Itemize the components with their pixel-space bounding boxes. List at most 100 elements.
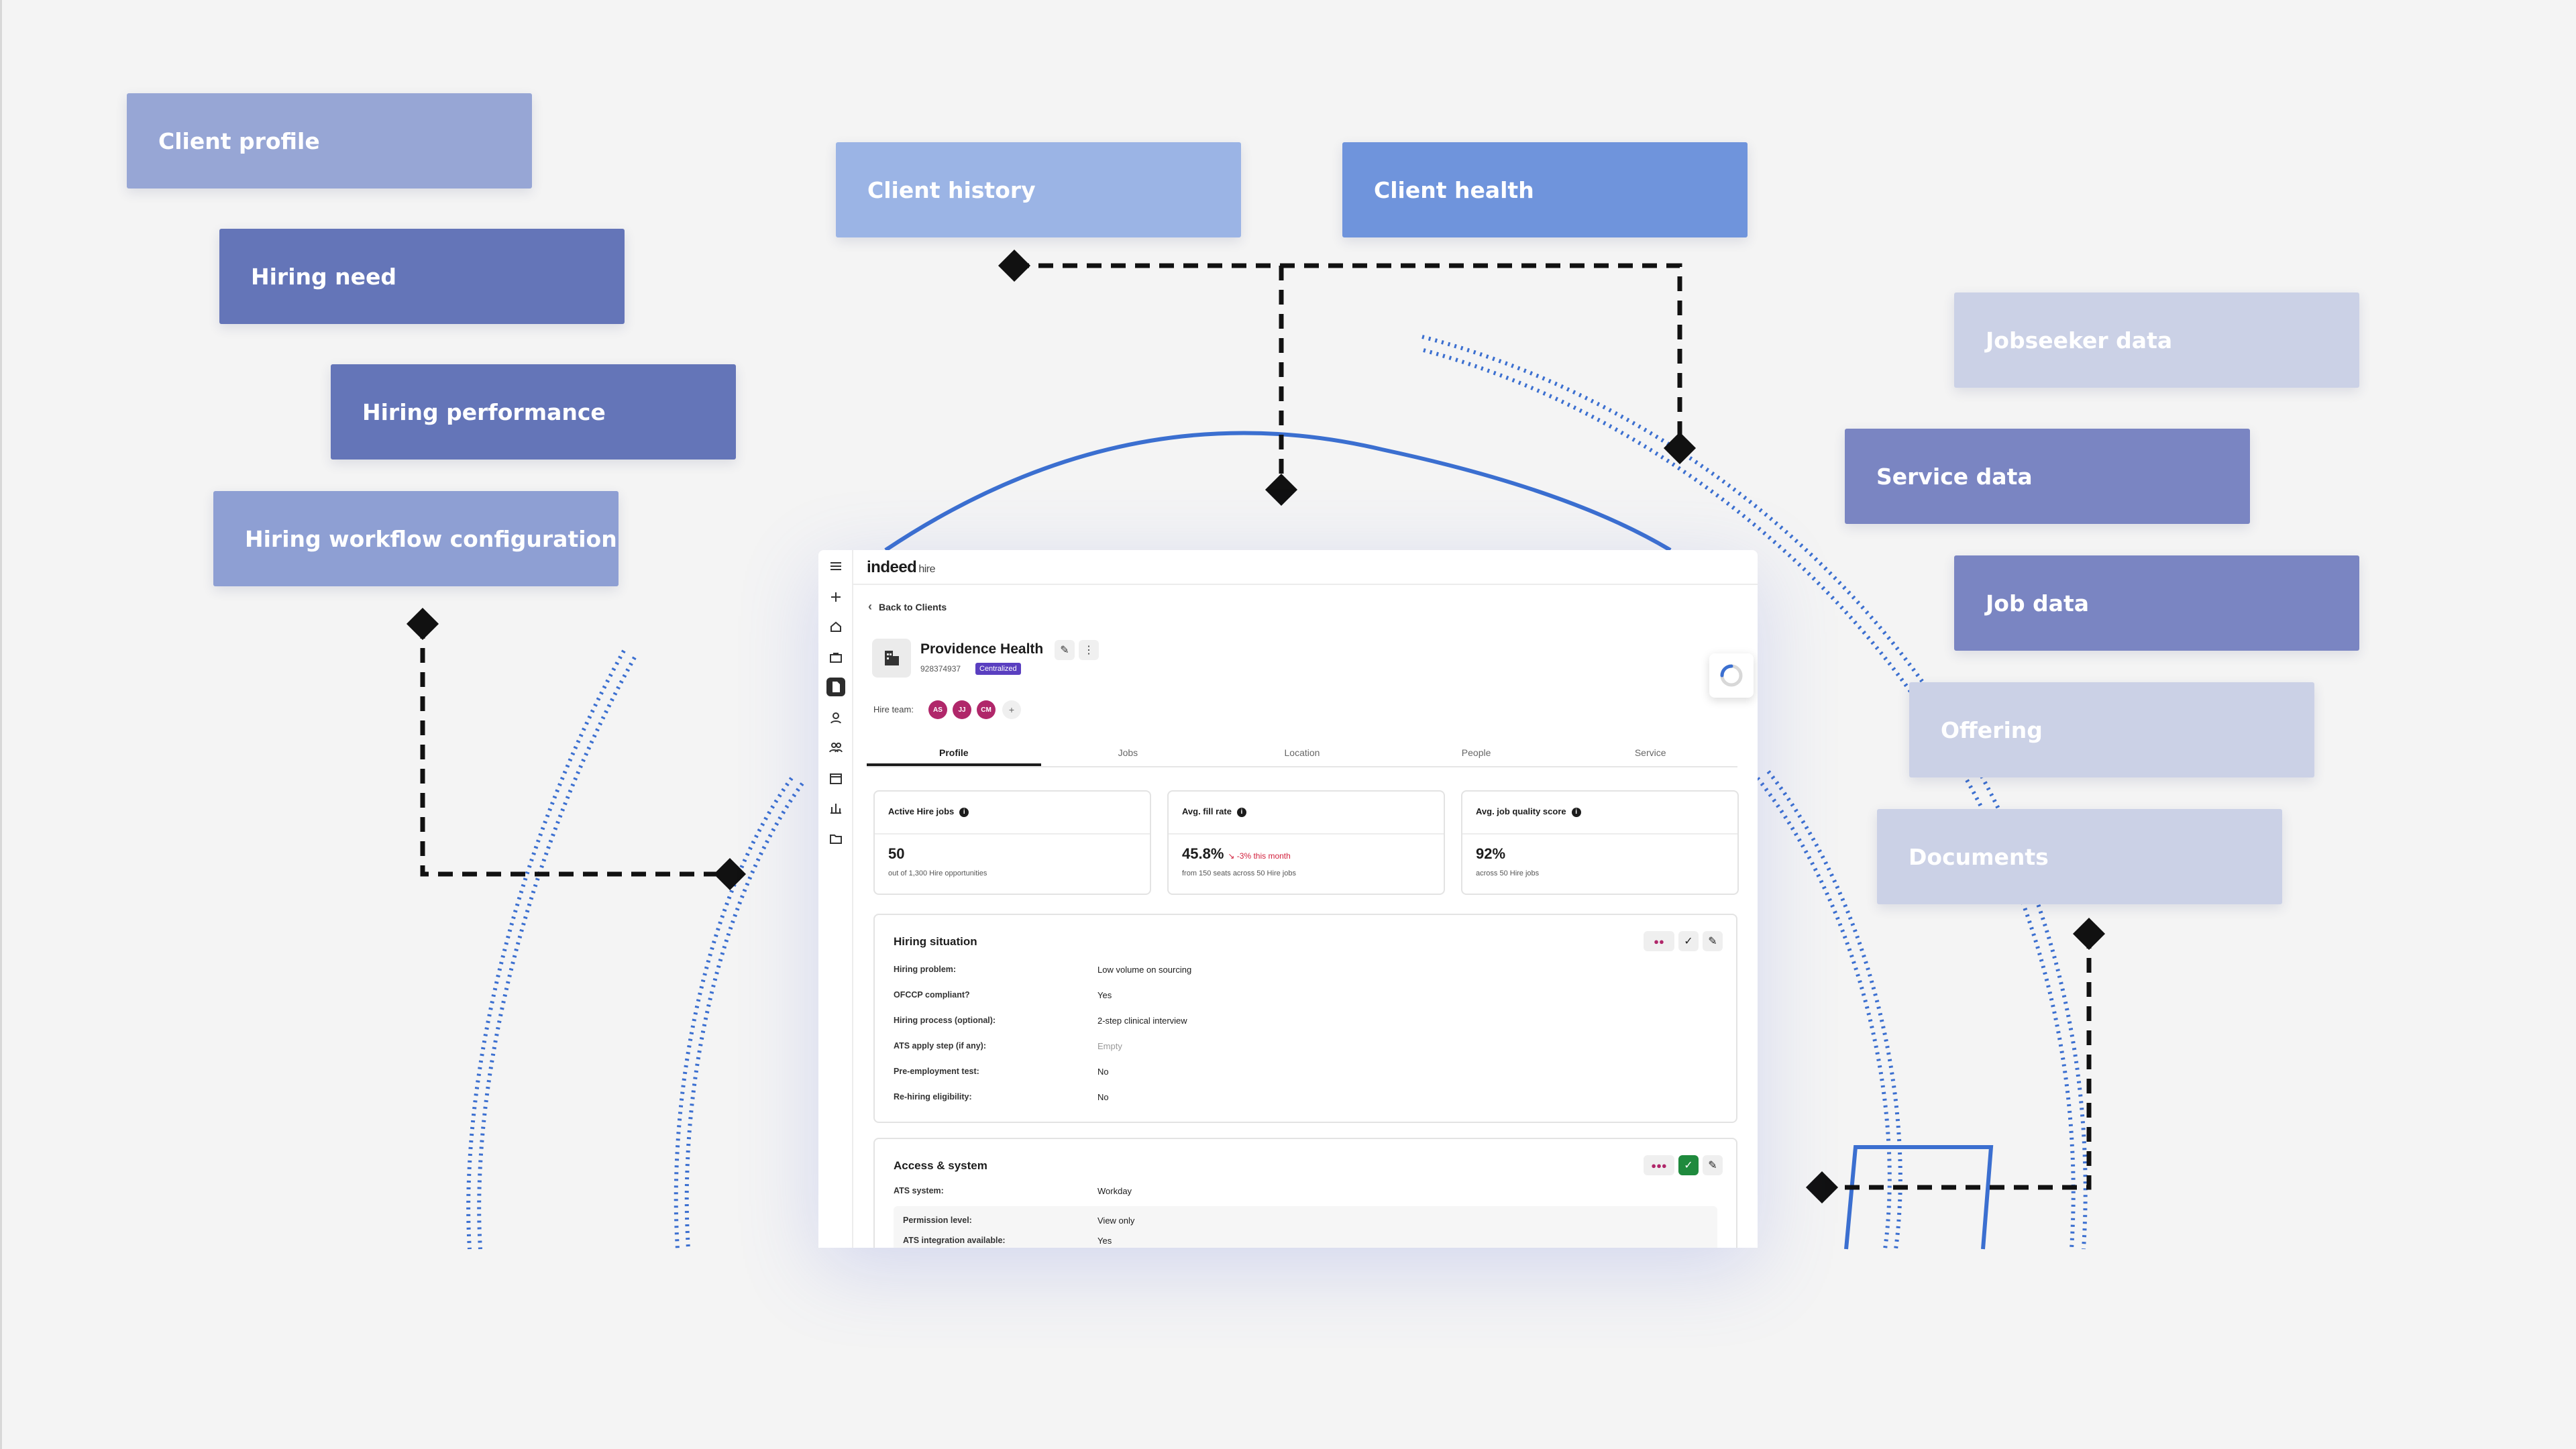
field-row: Hiring problem: Low volume on sourcing [894,965,1723,978]
chevron-left-icon: ‹ [868,600,872,613]
edit-name-button[interactable]: ✎ [1055,640,1075,660]
frame-edge [0,0,2,1449]
arc-top [884,431,1672,552]
building-icon [872,639,911,678]
stat-title: Active Hire jobs [888,806,955,816]
field-label: Hiring process (optional): [894,1016,996,1025]
person-icon[interactable] [826,708,845,727]
avatar[interactable]: AS [928,700,947,719]
ats-details-panel: Permission level:View only ATS integrati… [894,1206,1717,1248]
info-icon[interactable]: i [1236,807,1246,817]
edit-button[interactable]: ✎ [1703,931,1723,951]
diamond-marker [406,607,439,641]
edit-button[interactable]: ✎ [1703,1155,1723,1175]
field-label: OFCCP compliant? [894,990,970,1000]
field-row: ATS system:Workday [894,1186,1723,1199]
diamond-marker [1265,473,1298,506]
tag-label: Client history [867,176,1036,203]
bracket-shape [1844,1145,1994,1250]
status-badge: Centralized [975,663,1021,675]
field-label: ATS apply step (if any): [894,1041,986,1051]
dashed-connector-right [1822,934,2092,1190]
dotted-arc-left-outer-b [466,649,626,1250]
field-label: Re-hiring eligibility: [894,1092,972,1102]
approve-button[interactable]: ✓ [1678,931,1699,951]
pencil-icon: ✎ [1060,645,1069,656]
diamond-marker [998,249,1031,282]
hire-team-label: Hire team: [873,704,914,714]
back-label: Back to Clients [879,602,947,612]
collaborators-icon[interactable]: ●●● [1644,1155,1674,1175]
field-row: Permission level:View only [903,1216,1704,1229]
briefcase-icon[interactable] [826,648,845,667]
pencil-icon: ✎ [1708,1160,1717,1171]
nav-rail [818,550,853,1248]
tab-location[interactable]: Location [1284,747,1320,758]
tag-offering: Offering [1909,682,2314,777]
menu-icon[interactable] [826,557,845,576]
field-row: Hiring process (optional):2-step clinica… [894,1016,1723,1029]
tag-label: Service data [1876,463,2033,490]
plus-icon[interactable] [826,588,845,606]
tag-label: Client profile [158,127,320,154]
logo-brand: indeed [867,558,917,576]
tag-label: Hiring performance [362,398,606,425]
field-label: Hiring problem: [894,965,957,974]
info-icon[interactable]: i [1571,807,1581,817]
stat-subtitle: from 150 seats across 50 Hire jobs [1182,869,1296,877]
field-value: Workday [1097,1186,1132,1196]
collaborators-icon[interactable]: ●● [1644,931,1674,951]
back-to-clients-link[interactable]: ‹ Back to Clients [868,600,947,614]
field-row: Pre-employment test:No [894,1067,1723,1080]
field-value: View only [1097,1216,1135,1226]
stat-value: 45.8% [1182,845,1224,862]
tag-hiring-performance: Hiring performance [331,364,736,460]
tag-hiring-workflow: Hiring workflow configuration [213,491,619,586]
avatar[interactable]: JJ [953,700,971,719]
field-value: Empty [1097,1041,1122,1051]
tag-client-history: Client history [836,142,1241,237]
stat-title: Avg. job quality score [1476,806,1566,816]
tag-label: Client health [1374,176,1534,203]
diamond-marker [1663,431,1697,465]
stat-subtitle: out of 1,300 Hire opportunities [888,869,987,877]
calendar-icon[interactable] [826,769,845,788]
approved-button[interactable]: ✓ [1678,1155,1699,1175]
field-value: Low volume on sourcing [1097,965,1192,975]
chart-icon[interactable] [826,798,845,817]
document-icon[interactable] [826,678,845,696]
tag-service-data: Service data [1845,429,2250,524]
client-name: Providence Health [920,641,1044,657]
folder-icon[interactable] [826,829,845,848]
dashed-connector-left [420,624,730,877]
tag-client-profile: Client profile [127,93,532,189]
checkmark-icon: ✓ [1684,936,1693,947]
dotted-arc-left-inner-b [674,777,794,1250]
people-icon[interactable] [826,738,845,757]
add-team-member-button[interactable]: + [1002,700,1021,719]
diamond-marker [2072,917,2106,951]
field-row: ATS integration available:Yes [903,1236,1704,1248]
tag-label: Hiring workflow configuration [245,525,617,552]
info-icon[interactable]: i [959,807,969,817]
field-label: Pre-employment test: [894,1067,979,1076]
more-options-button[interactable]: ⋮ [1079,640,1099,660]
stat-value: 92% [1476,845,1506,862]
tag-label: Documents [1909,843,2049,870]
tab-jobs[interactable]: Jobs [1118,747,1138,758]
section-title: Access & system [894,1159,987,1172]
tab-profile[interactable]: Profile [867,743,1041,766]
dotted-arc-left-inner-a [684,782,804,1250]
tab-service[interactable]: Service [1634,747,1666,758]
loading-widget[interactable] [1709,653,1754,698]
pencil-icon: ✎ [1708,936,1717,947]
home-icon[interactable] [826,617,845,636]
access-system-card: Access & system ●●● ✓ ✎ ATS system:Workd… [873,1138,1737,1248]
field-value: Yes [1097,990,1112,1000]
tab-people[interactable]: People [1461,747,1491,758]
avatar[interactable]: CM [977,700,996,719]
